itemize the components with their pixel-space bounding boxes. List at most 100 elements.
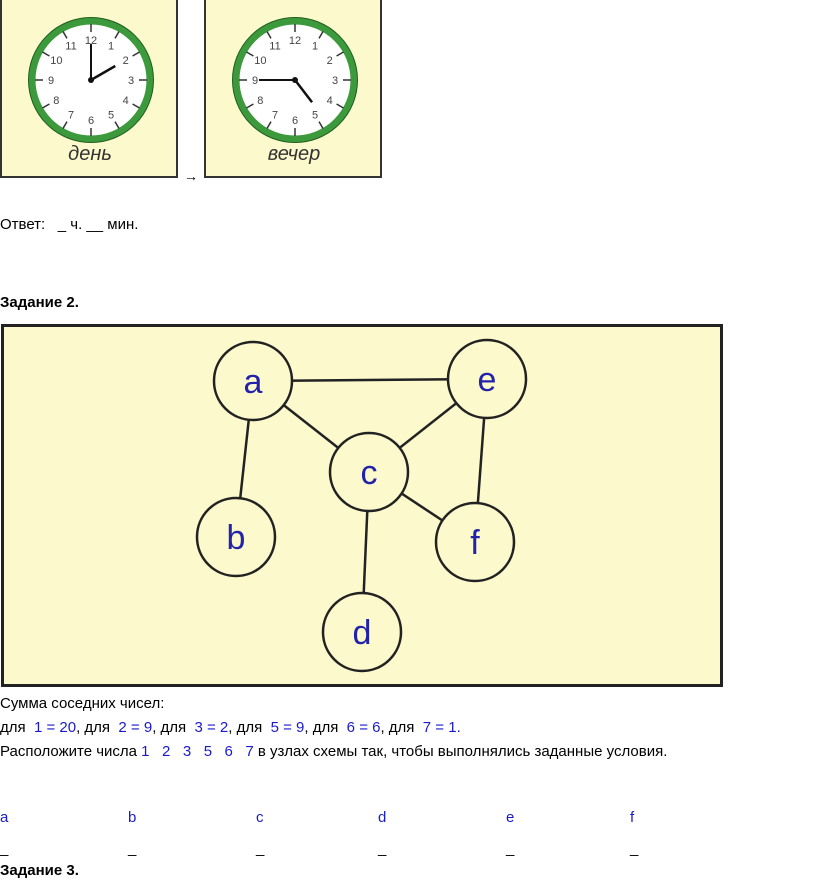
node-label-e: e — [478, 361, 497, 399]
task2-title: Задание 2. — [0, 294, 79, 311]
tick — [336, 51, 344, 57]
hour-number: 9 — [48, 75, 54, 87]
arrow: → — [184, 168, 198, 184]
node-f — [434, 501, 516, 583]
answer-blank-b[interactable]: _ — [128, 840, 137, 857]
answer-letter-e: e — [506, 809, 515, 826]
tick — [132, 51, 140, 57]
node-label-a: a — [244, 363, 263, 401]
hour-number: 4 — [327, 95, 333, 107]
hour-number: 5 — [108, 110, 114, 122]
hour-number: 5 — [312, 110, 318, 122]
node-label-c: c — [361, 454, 378, 492]
hour-number: 4 — [123, 95, 129, 107]
answer-template: _ ч. __ мин. — [57, 216, 139, 233]
clock-label: день — [68, 143, 112, 165]
tick — [62, 31, 68, 39]
hour-number: 6 — [88, 115, 94, 127]
condition-expr: 3 = 2 — [190, 719, 229, 736]
hour-number: 10 — [254, 55, 266, 67]
hour-number: 9 — [252, 75, 258, 87]
node-d — [321, 591, 403, 673]
clock-rim — [232, 17, 358, 143]
answer-line: Ответ: _ ч. __ мин. — [0, 216, 138, 233]
tick — [62, 121, 68, 129]
condition-expr: 2 = 9 — [114, 719, 153, 736]
condition-expr: 1 = 20 — [29, 719, 77, 736]
instruction: Расположите числа 1 2 3 5 6 7 в узлах сх… — [0, 743, 667, 760]
answer-letter-a: a — [0, 809, 9, 826]
answer-letter-c: c — [256, 809, 264, 826]
condition-prefix: для — [0, 719, 30, 736]
tick — [114, 31, 120, 39]
tick — [318, 121, 324, 129]
tick — [42, 103, 50, 109]
clock-rim — [28, 17, 154, 143]
hour-hand — [294, 79, 314, 103]
hour-number: 10 — [50, 55, 62, 67]
hour-number: 2 — [123, 55, 129, 67]
node-c — [328, 431, 410, 513]
instruction-suffix: в узлах схемы так, чтобы выполнялись зад… — [253, 743, 668, 760]
numbers: 1 2 3 5 6 7 — [141, 743, 254, 760]
hour-hand — [90, 64, 116, 82]
condition-prefix: , для — [76, 719, 115, 736]
clock-center — [88, 77, 94, 83]
node-e — [446, 338, 528, 420]
clock-label: вечер — [267, 143, 321, 165]
answer-label: Ответ: — [0, 216, 46, 233]
condition-prefix: , для — [380, 719, 419, 736]
condition-expr: 5 = 9 — [266, 719, 305, 736]
task3-title: Задание 3. — [0, 862, 79, 879]
condition-prefix: , для — [228, 719, 267, 736]
tick — [42, 51, 50, 57]
hour-number: 6 — [292, 115, 298, 127]
node-a — [212, 340, 294, 422]
hour-number: 11 — [65, 40, 76, 52]
graph-diagram: a b c d e f — [1, 324, 723, 687]
tick — [336, 103, 344, 109]
hour-number: 7 — [68, 110, 74, 122]
tick — [318, 31, 324, 39]
node-label-f: f — [470, 524, 480, 562]
answer-blank-f[interactable]: _ — [630, 840, 639, 857]
hour-number: 12 — [85, 35, 97, 47]
condition-expr: 6 = 6 — [342, 719, 381, 736]
hour-number: 8 — [257, 95, 263, 107]
hour-number: 12 — [289, 35, 301, 47]
hour-number: 2 — [327, 55, 333, 67]
condition-prefix: , для — [152, 719, 191, 736]
tick — [266, 121, 272, 129]
condition-expr: 7 = 1 — [418, 719, 457, 736]
instruction-prefix: Расположите числа — [0, 743, 142, 760]
hour-number: 1 — [108, 40, 114, 52]
hour-number: 3 — [128, 75, 134, 87]
hour-number: 11 — [269, 40, 280, 52]
conditions: для 1 = 20, для 2 = 9, для 3 = 2, для 5 … — [0, 719, 461, 736]
hour-number: 1 — [312, 40, 318, 52]
conditions-end: . — [456, 719, 461, 736]
tick — [114, 121, 120, 129]
tick — [266, 31, 272, 39]
answer-blank-a[interactable]: _ — [0, 840, 9, 857]
answer-letter-d: d — [378, 809, 387, 826]
answer-blank-c[interactable]: _ — [256, 840, 265, 857]
tick — [246, 103, 254, 109]
condition-prefix: , для — [304, 719, 343, 736]
node-b — [195, 496, 277, 578]
answer-blank-e[interactable]: _ — [506, 840, 515, 857]
tick — [132, 103, 140, 109]
hour-number: 7 — [272, 110, 278, 122]
node-label-b: b — [227, 519, 246, 557]
answer-letter-f: f — [630, 809, 635, 826]
node-label-d: d — [353, 614, 372, 652]
clock-center — [292, 77, 298, 83]
hour-number: 3 — [332, 75, 338, 87]
answer-blank-d[interactable]: _ — [378, 840, 387, 857]
answer-letter-b: b — [128, 809, 137, 826]
sum-label: Сумма соседних чисел: — [0, 695, 165, 712]
tick — [246, 51, 254, 57]
